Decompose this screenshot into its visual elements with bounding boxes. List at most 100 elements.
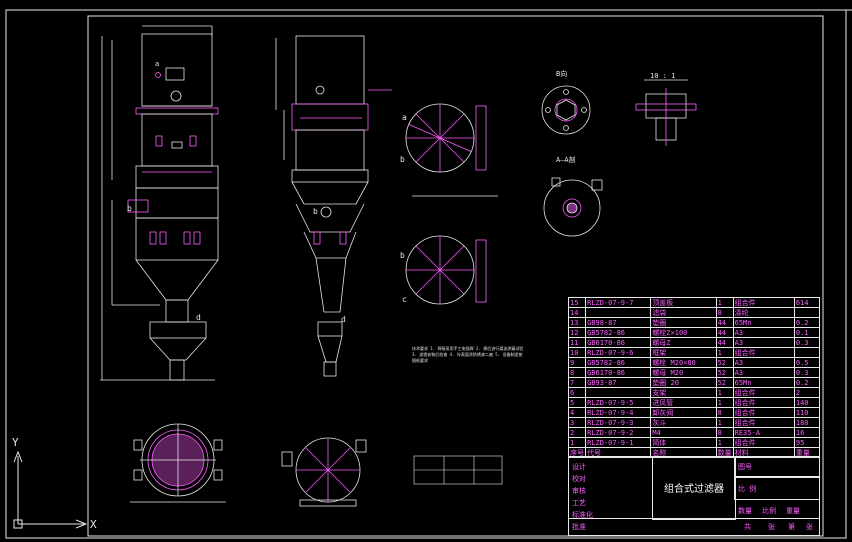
bom-cell-no: 6 [567, 387, 587, 398]
bom-cell-code: GB98-87 [585, 317, 652, 328]
tb-label-total: 共 [744, 523, 751, 531]
bom-cell-no: 13 [567, 317, 587, 328]
tb-label-sheet-2: 张 [806, 523, 813, 531]
bom-cell-mat: RE35-A [732, 427, 795, 438]
label-c-section: c [402, 295, 407, 304]
bom-cell-weight: 0.2 [793, 377, 821, 388]
bom-cell-mat: A3 [732, 337, 795, 348]
bom-cell-code: RLZD-07-9-7 [585, 297, 652, 308]
bom-cell-mat: 组合件 [732, 407, 795, 418]
label-b-front: b [127, 204, 132, 213]
bom-cell-code: RLZD-07-9-1 [585, 437, 652, 448]
bom-cell-name: 螺母 M20 [650, 367, 717, 378]
ucs-x-label: X [90, 518, 97, 531]
bom-cell-code: GB6170-86 [585, 367, 652, 378]
bom-cell-weight: 614 [793, 297, 821, 308]
ucs-y-label: Y [12, 436, 19, 449]
tb-label-design: 设计 [572, 463, 586, 471]
label-d-side: d [341, 315, 346, 324]
tb-label-quantity: 数量 [738, 507, 752, 515]
plan-view-housing[interactable] [281, 437, 367, 507]
bom-cell-code: RLZD-07-9-4 [585, 407, 652, 418]
section-view-upper[interactable] [405, 103, 498, 197]
bom-cell-mat: 65Mn [732, 317, 795, 328]
bom-cell-name: 卸灰阀 [650, 407, 717, 418]
side-elevation-view[interactable] [275, 35, 392, 377]
bom-cell-code [585, 307, 652, 318]
bom-cell-no: 2 [567, 427, 587, 438]
bom-cell-no: 3 [567, 417, 587, 428]
bom-cell-weight: 0.5 [793, 357, 821, 368]
a-a-view-label: A–A剖 [556, 155, 576, 164]
bom-cell-weight: 180 [793, 417, 821, 428]
bom-cell-name: 灰斗 [650, 417, 717, 428]
bom-cell-name: 顶盖板 [650, 297, 717, 308]
label-a-front: a [155, 60, 159, 68]
bom-cell-code: GB5782-86 [585, 357, 652, 368]
bom-cell-qty: 44 [715, 327, 734, 338]
bom-cell-code: RLZD-07-9-2 [585, 427, 652, 438]
front-elevation-view[interactable] [100, 25, 219, 381]
bom-cell-no: 12 [567, 327, 587, 338]
technical-notes: 技术要求 1. 焊接采用手工电弧焊 2. 焊后进行煤油渗漏试验 3. 滤袋安装后… [412, 346, 524, 363]
bom-cell-weight: 2 [793, 387, 821, 398]
bom-cell-mat: A3 [732, 327, 795, 338]
bom-header-weight: 重量 [793, 447, 821, 458]
section-a-a[interactable] [543, 177, 603, 237]
bom-cell-code: GB5782-86 [585, 327, 652, 338]
label-d-front: d [196, 313, 201, 322]
tb-label-review: 审核 [572, 487, 586, 495]
bom-cell-code: GB6170-86 [585, 337, 652, 348]
bom-cell-weight [793, 307, 821, 318]
bom-cell-qty: 52 [715, 357, 734, 368]
flange-detail-b[interactable] [541, 85, 591, 135]
section-view-lower[interactable] [405, 235, 487, 305]
bom-cell-weight: 0.3 [793, 367, 821, 378]
tb-label-scale: 比例 [762, 507, 776, 515]
tb-label-approve: 批准 [572, 523, 586, 531]
label-b-section-lower: b [400, 251, 405, 260]
bom-cell-mat: 组合件 [732, 437, 795, 448]
bom-cell-weight [793, 347, 821, 358]
bom-cell-no: 9 [567, 357, 587, 368]
bom-cell-mat: A3 [732, 367, 795, 378]
bom-cell-name: 支架 [650, 387, 717, 398]
bom-cell-qty: 1 [715, 347, 734, 358]
bom-cell-weight: 140 [793, 397, 821, 408]
bom-cell-qty: 52 [715, 377, 734, 388]
bom-cell-mat: 组合件 [732, 417, 795, 428]
plan-view-tubesheet[interactable] [130, 423, 226, 503]
bom-cell-name: 滤袋 [650, 307, 717, 318]
bom-cell-qty: 1 [715, 437, 734, 448]
bom-cell-no: 8 [567, 367, 587, 378]
b-view-label: B向 [556, 69, 567, 78]
bom-cell-mat: 组合件 [732, 397, 795, 408]
tb-label-check: 校对 [572, 475, 586, 483]
bom-cell-qty: 8 [715, 427, 734, 438]
drawing-border [5, 9, 847, 539]
bom-cell-mat: 组合件 [732, 347, 795, 358]
bom-header-row: 序号代号名称数量材料重量 [567, 447, 821, 458]
bom-cell-weight: 110 [793, 407, 821, 418]
nozzle-table [413, 455, 503, 485]
title-block[interactable]: 组合式过滤器 图号 比 例 设计 校对 审核 工艺 标准化 批准 数量 比例 重… [568, 456, 820, 536]
detail-view-scaled[interactable] [635, 79, 697, 146]
tb-label-weight: 重量 [786, 507, 800, 515]
